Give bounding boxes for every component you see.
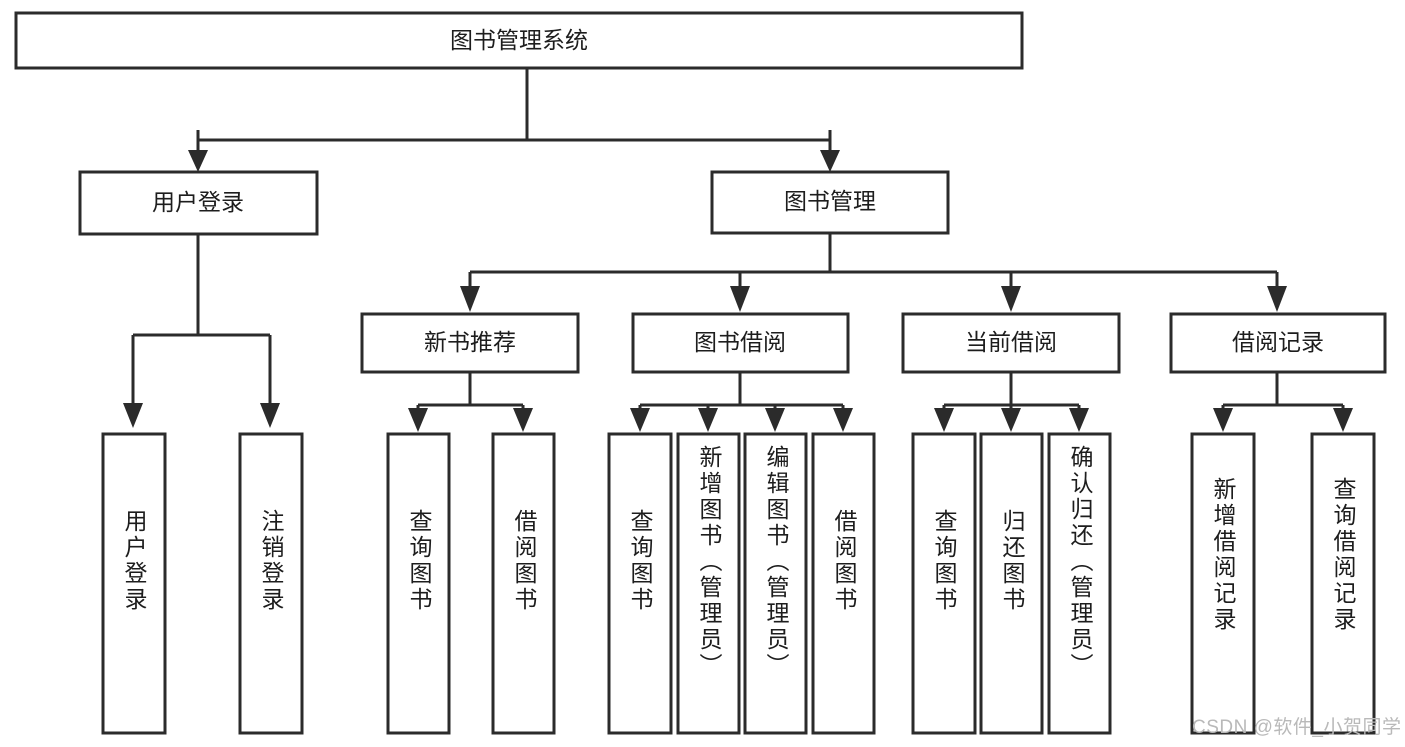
node-box-leaf-borrow-book-2[interactable] xyxy=(811,432,876,735)
arrow-head-leaf-query-book-1 xyxy=(408,408,428,432)
connector-group-new-book-recommend xyxy=(408,372,533,432)
node-label-title: 图书管理系统 xyxy=(450,27,588,53)
node-box-current-borrow[interactable] xyxy=(901,312,1121,374)
arrow-head-leaf-add-book xyxy=(698,408,718,432)
connector-group-borrow-record xyxy=(1213,372,1353,432)
arrow-head-leaf-edit-book xyxy=(765,408,785,432)
arrow-head-leaf-return-book xyxy=(1001,408,1021,432)
node-box-leaf-edit-book[interactable] xyxy=(743,432,808,735)
arrow-head-new-book-recommend xyxy=(460,286,480,312)
node-label-new-book-recommend: 新书推荐 xyxy=(424,329,516,355)
node-box-leaf-add-book[interactable] xyxy=(676,432,741,735)
arrow-head-leaf-query-record xyxy=(1333,408,1353,432)
connector-group-user-login xyxy=(123,235,280,428)
arrow-head-leaf-borrow-book-2 xyxy=(833,408,853,432)
arrow-head-book-management xyxy=(820,150,840,172)
node-label-borrow-record: 借阅记录 xyxy=(1232,329,1324,355)
node-box-leaf-query-book-3[interactable] xyxy=(911,432,977,735)
arrow-head-leaf-confirm-return xyxy=(1069,408,1089,432)
arrow-head-borrow-record xyxy=(1267,286,1287,312)
node-box-leaf-query-book-1[interactable] xyxy=(386,432,451,735)
arrow-head-leaf-user-login xyxy=(123,403,143,428)
arrow-head-book-borrow xyxy=(730,286,750,312)
node-label-book-borrow: 图书借阅 xyxy=(694,329,786,355)
arrow-head-leaf-user-logout xyxy=(260,403,280,428)
arrow-head-leaf-borrow-book-1 xyxy=(513,408,533,432)
node-label-current-borrow: 当前借阅 xyxy=(965,329,1057,355)
connector-group-current-borrow xyxy=(934,372,1089,432)
node-box-leaf-user-login[interactable] xyxy=(101,432,167,735)
node-box-leaf-user-logout[interactable] xyxy=(238,432,304,735)
connector-group-book-management xyxy=(460,232,1287,312)
node-box-leaf-borrow-book-1[interactable] xyxy=(491,432,556,735)
node-box-new-book-recommend[interactable] xyxy=(360,312,580,374)
node-box-leaf-add-record[interactable] xyxy=(1190,432,1256,735)
node-box-leaf-query-record[interactable] xyxy=(1310,432,1376,735)
arrow-head-leaf-add-record xyxy=(1213,408,1233,432)
connector-group-book-borrow xyxy=(630,372,853,432)
node-label-user-login: 用户登录 xyxy=(152,189,244,215)
node-box-leaf-return-book[interactable] xyxy=(979,432,1044,735)
arrow-head-leaf-query-book-3 xyxy=(934,408,954,432)
csdn-watermark: CSDN @软件_小贺同学 xyxy=(1192,717,1402,738)
node-label-book-management: 图书管理 xyxy=(784,188,876,214)
node-box-leaf-confirm-return[interactable] xyxy=(1047,432,1112,735)
arrow-head-user-login xyxy=(188,150,208,172)
arrow-head-current-borrow xyxy=(1001,286,1021,312)
node-box-borrow-record[interactable] xyxy=(1169,312,1387,374)
node-box-leaf-query-book-2[interactable] xyxy=(607,432,673,735)
node-box-book-borrow[interactable] xyxy=(631,312,850,374)
node-box-book-management[interactable] xyxy=(710,170,950,235)
connector-group-root xyxy=(188,68,840,172)
node-box-title[interactable] xyxy=(14,11,1024,70)
node-box-user-login[interactable] xyxy=(78,170,319,236)
arrow-head-leaf-query-book-2 xyxy=(630,408,650,432)
